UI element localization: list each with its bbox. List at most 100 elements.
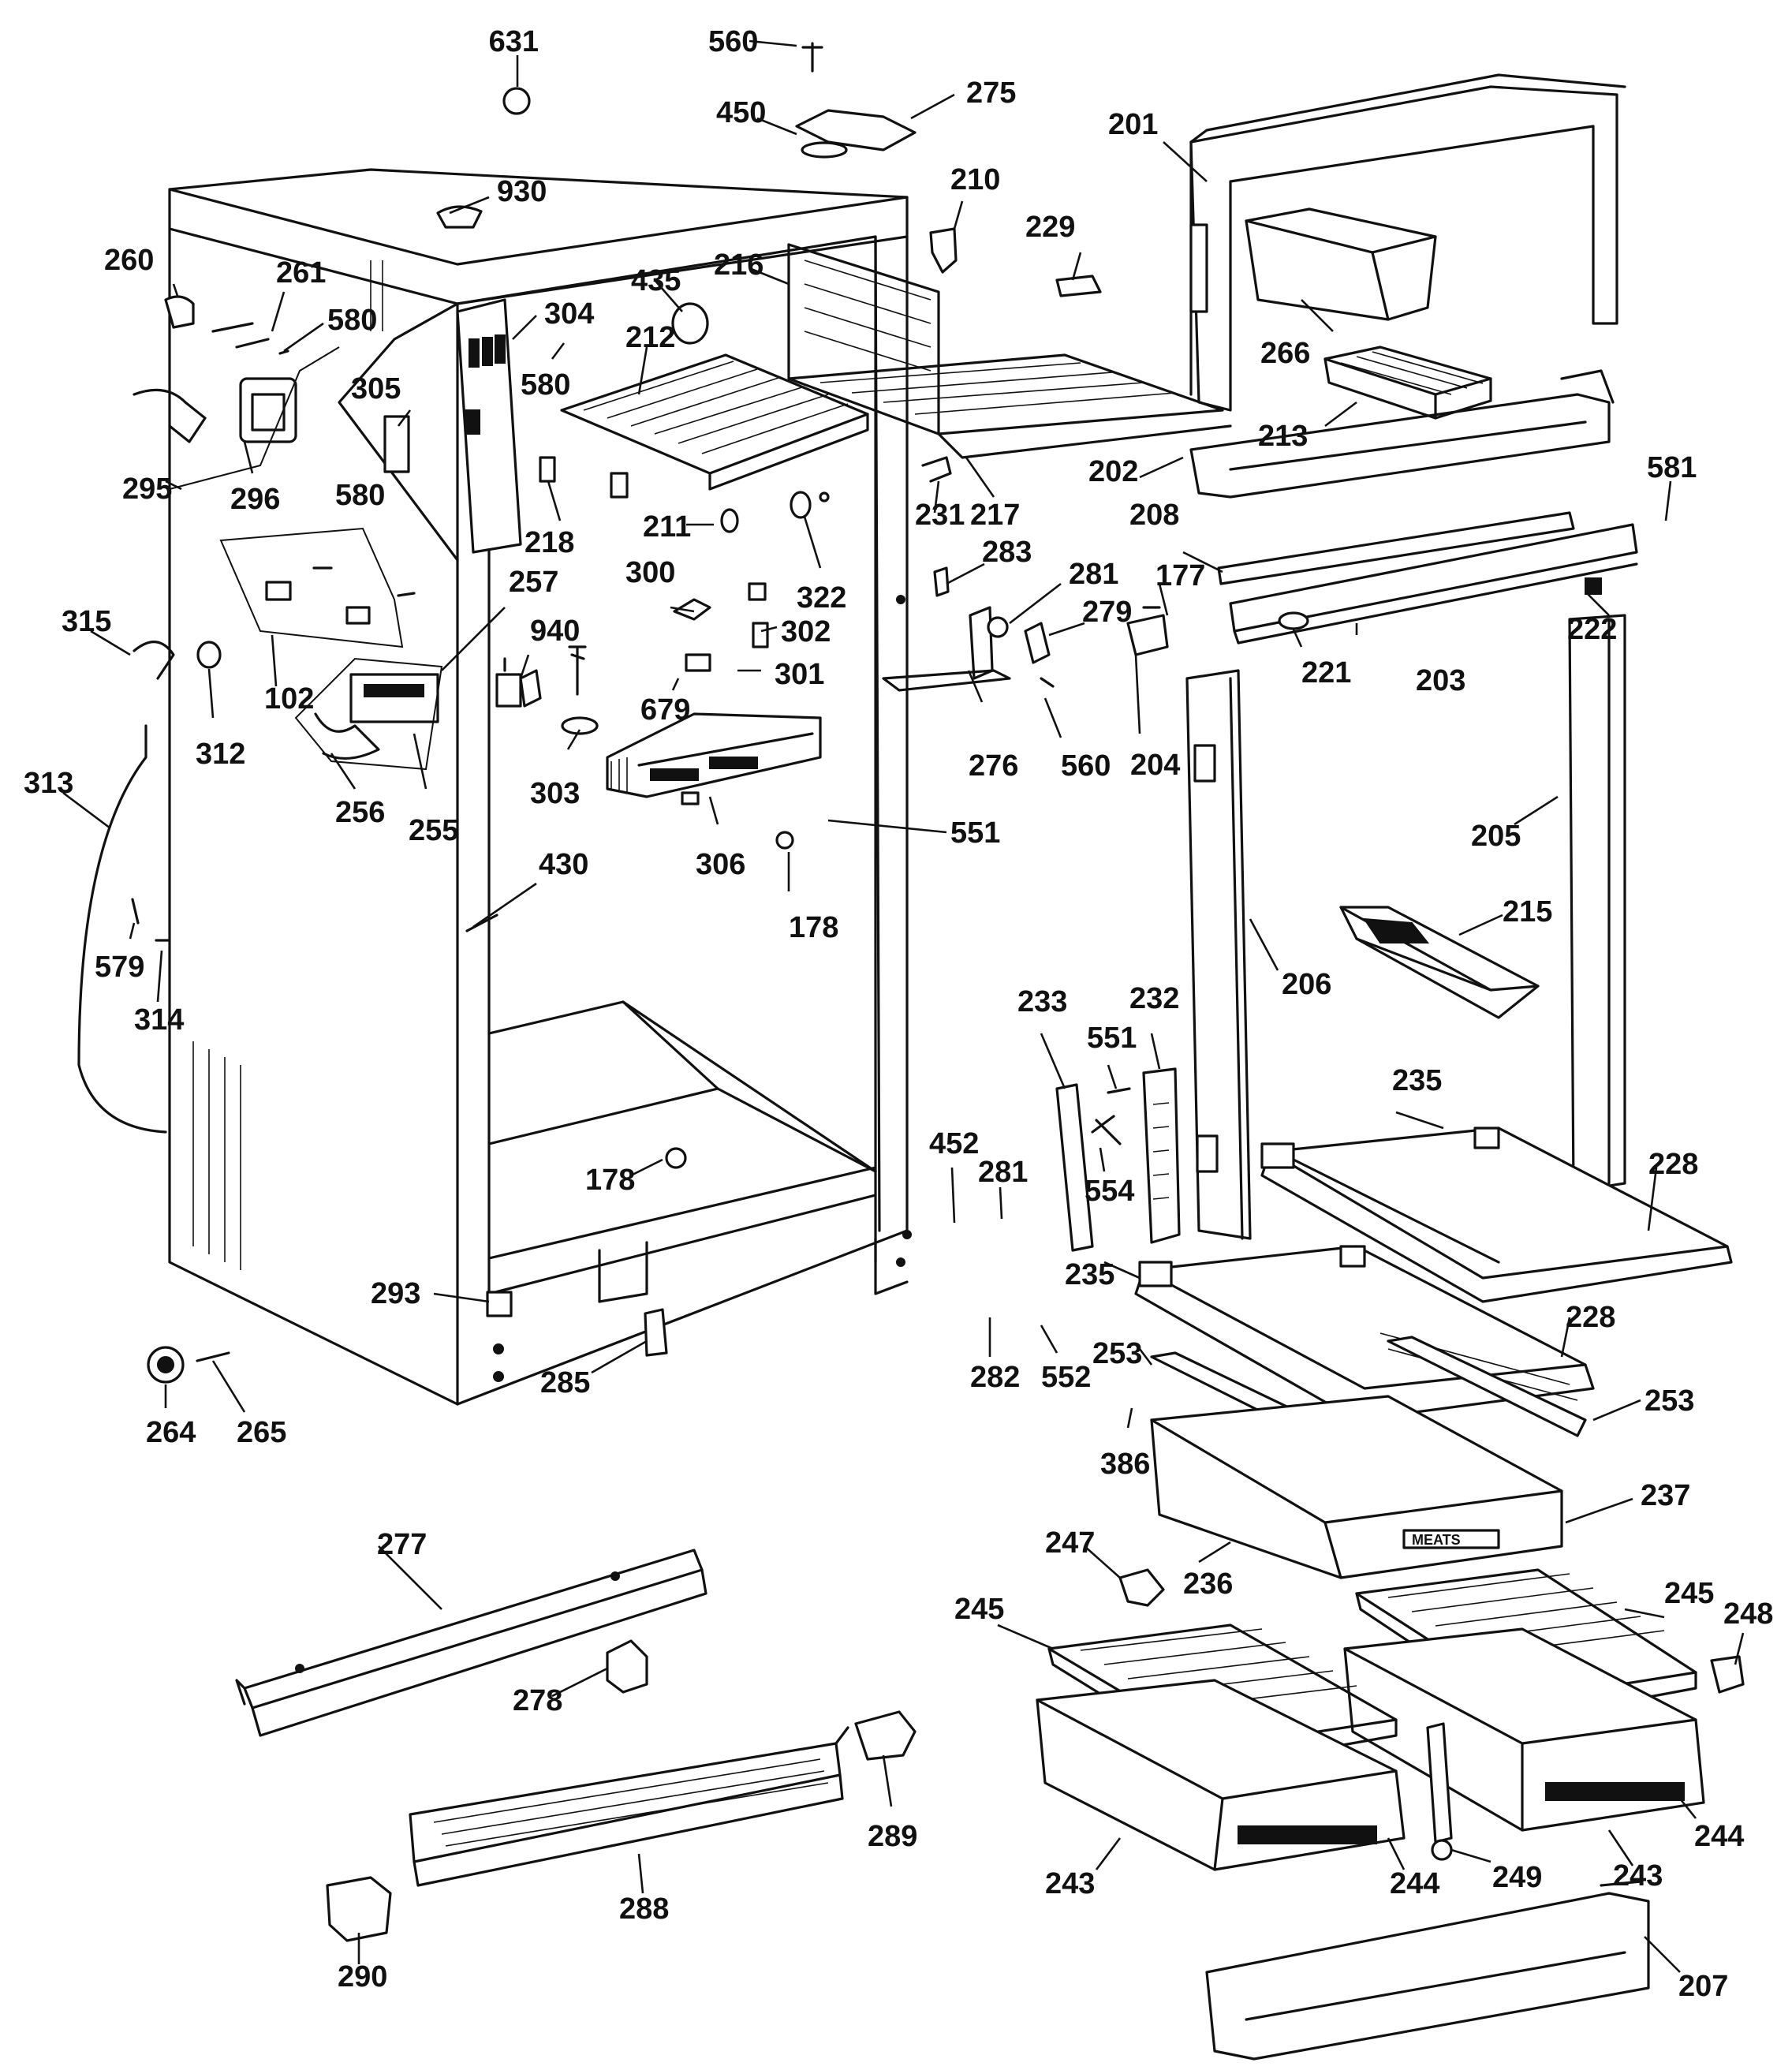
refrigerator-cabinet (168, 168, 912, 1406)
callout-300: 300 (625, 556, 675, 589)
post-249-foot (1431, 1839, 1453, 1861)
callout-305: 305 (351, 372, 401, 405)
callout-212: 212 (625, 321, 675, 354)
callout-233: 233 (1017, 985, 1067, 1018)
meat-drawer-236: MEATS (1150, 1395, 1563, 1579)
callout-631: 631 (489, 25, 539, 58)
callout-289: 289 (868, 1820, 917, 1853)
callout-222: 222 (1567, 613, 1617, 646)
callout-288: 288 (619, 1893, 669, 1926)
thermostat-housing-306 (606, 712, 822, 798)
frame-rail-277 (235, 1549, 707, 1737)
callout-203: 203 (1416, 664, 1465, 697)
callout-243-b: 243 (1613, 1859, 1663, 1893)
callout-235-a: 235 (1392, 1064, 1442, 1097)
callout-228-a: 228 (1648, 1148, 1698, 1181)
callout-260: 260 (104, 244, 154, 277)
part-289 (854, 1710, 917, 1761)
callout-940: 940 (530, 615, 580, 648)
shelf-support-233 (1055, 1083, 1094, 1252)
ice-bin-266 (1245, 207, 1437, 321)
door-shelf-202 (1189, 369, 1615, 499)
callout-253-a: 253 (1092, 1337, 1142, 1370)
callout-386: 386 (1100, 1448, 1150, 1481)
callout-253-b: 253 (1645, 1384, 1694, 1418)
callout-303: 303 (530, 777, 580, 810)
callout-560-b: 560 (1061, 749, 1111, 783)
callout-276: 276 (969, 749, 1018, 783)
tray-215 (1339, 906, 1540, 1019)
part-554 (1091, 1115, 1122, 1145)
callout-256: 256 (335, 796, 385, 829)
callout-295: 295 (122, 473, 172, 506)
callout-231: 231 (915, 499, 965, 532)
freezer-shelf-212 (560, 353, 869, 491)
callout-228-b: 228 (1566, 1301, 1615, 1334)
top-parts (436, 42, 1102, 345)
callout-265: 265 (237, 1416, 286, 1449)
callout-208: 208 (1129, 499, 1179, 532)
callout-221: 221 (1301, 656, 1351, 689)
callout-232: 232 (1129, 982, 1179, 1015)
callout-290: 290 (338, 1960, 387, 1993)
callout-229: 229 (1025, 211, 1075, 244)
part-247 (1118, 1568, 1165, 1607)
wire-430 (465, 914, 498, 932)
door-rail-203 (1229, 523, 1638, 645)
control-panel-304 (456, 298, 522, 554)
part-305 (383, 415, 410, 473)
freezer-small-parts (495, 456, 830, 805)
callout-248: 248 (1723, 1597, 1773, 1631)
callout-552: 552 (1041, 1361, 1091, 1394)
callout-202: 202 (1088, 455, 1138, 488)
left-side-parts (77, 295, 542, 1134)
callout-279: 279 (1082, 596, 1132, 629)
callout-277: 277 (377, 1528, 427, 1561)
callout-205: 205 (1471, 820, 1521, 853)
freezer-door-201 (1189, 73, 1626, 412)
callout-315: 315 (62, 605, 111, 638)
callout-245-b: 245 (1664, 1577, 1714, 1610)
callout-554: 554 (1085, 1175, 1134, 1208)
wire-shelf-216 (787, 243, 1232, 459)
callout-283: 283 (982, 536, 1032, 569)
leader-lines (62, 39, 1745, 1973)
callout-244-a: 244 (1694, 1820, 1744, 1853)
callout-435: 435 (631, 264, 681, 297)
callout-206: 206 (1282, 968, 1331, 1001)
callout-282: 282 (970, 1361, 1020, 1394)
callout-245-a: 245 (954, 1593, 1004, 1626)
callout-580-b: 580 (521, 368, 570, 402)
part-178-bottom (665, 1147, 687, 1169)
callout-452: 452 (929, 1127, 979, 1160)
callout-293: 293 (371, 1277, 420, 1310)
callout-314: 314 (134, 1003, 184, 1037)
group-outline-102 (219, 527, 404, 648)
shelf-support-232 (1142, 1067, 1181, 1244)
callout-numbers: 631 560 450 275 201 930 210 229 260 261 … (24, 25, 1773, 2003)
shelf-support-232-slots (1152, 1102, 1170, 1200)
callout-551-a: 551 (950, 816, 1000, 850)
cabinet-side-outline (338, 302, 459, 562)
part-290 (326, 1876, 392, 1942)
crisper-drawer-243-left (1036, 1679, 1406, 1871)
callout-243-a: 243 (1045, 1867, 1095, 1900)
callout-210: 210 (950, 163, 1000, 196)
callout-302: 302 (781, 615, 831, 648)
callout-301: 301 (775, 658, 824, 691)
callout-215: 215 (1503, 895, 1552, 929)
callout-102: 102 (264, 682, 314, 716)
callout-285: 285 (540, 1366, 590, 1399)
callout-304: 304 (544, 297, 594, 331)
callout-177: 177 (1155, 559, 1205, 592)
callout-266: 266 (1260, 337, 1310, 370)
crisper-drawer-243-right (1343, 1627, 1705, 1832)
callout-213: 213 (1258, 420, 1308, 453)
callout-580-c: 580 (335, 479, 385, 512)
callout-296: 296 (230, 483, 280, 516)
callout-581: 581 (1647, 451, 1697, 484)
post-249 (1426, 1722, 1453, 1844)
callout-207: 207 (1678, 1970, 1728, 2003)
callout-235-b: 235 (1065, 1258, 1114, 1291)
